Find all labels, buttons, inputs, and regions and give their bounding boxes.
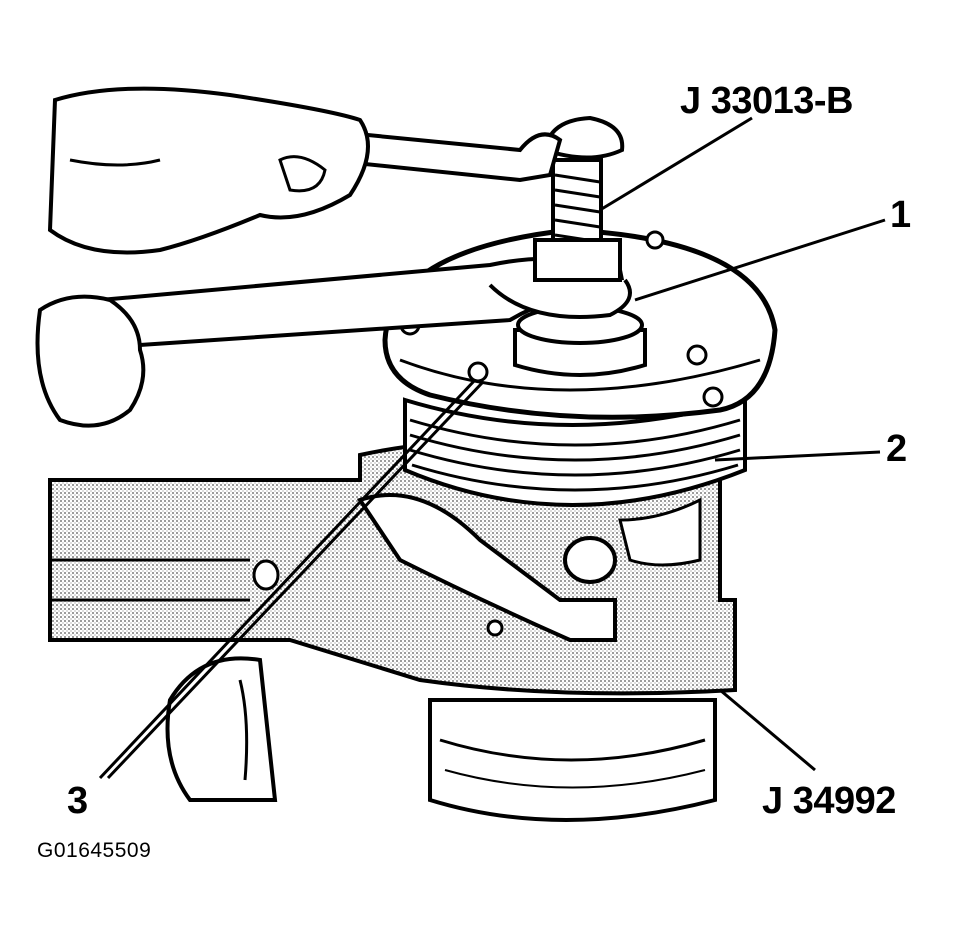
left-hand bbox=[35, 294, 146, 428]
lower-hand bbox=[165, 656, 278, 802]
callout-item-2: 2 bbox=[886, 428, 908, 470]
leader-line-3b bbox=[106, 381, 484, 780]
leader-lines bbox=[98, 116, 886, 780]
figure-reference-number: G01645509 bbox=[37, 839, 152, 862]
callout-item-3: 3 bbox=[67, 780, 89, 822]
compressor-mount bbox=[356, 493, 702, 642]
leader-line-j33013b bbox=[599, 116, 753, 212]
compressor-body bbox=[428, 698, 717, 822]
upper-hand bbox=[47, 86, 370, 255]
tool-j33013b bbox=[533, 115, 625, 282]
leader-line-j34992 bbox=[719, 688, 816, 772]
pulley bbox=[403, 397, 747, 507]
callout-item-1: 1 bbox=[890, 194, 912, 236]
callout-tool-j33013b: J 33013-B bbox=[680, 80, 853, 122]
leader-line-2 bbox=[714, 450, 881, 462]
leader-line-1 bbox=[634, 218, 886, 302]
callout-tool-j34992: J 34992 bbox=[762, 780, 896, 822]
leader-line-3 bbox=[98, 378, 477, 780]
